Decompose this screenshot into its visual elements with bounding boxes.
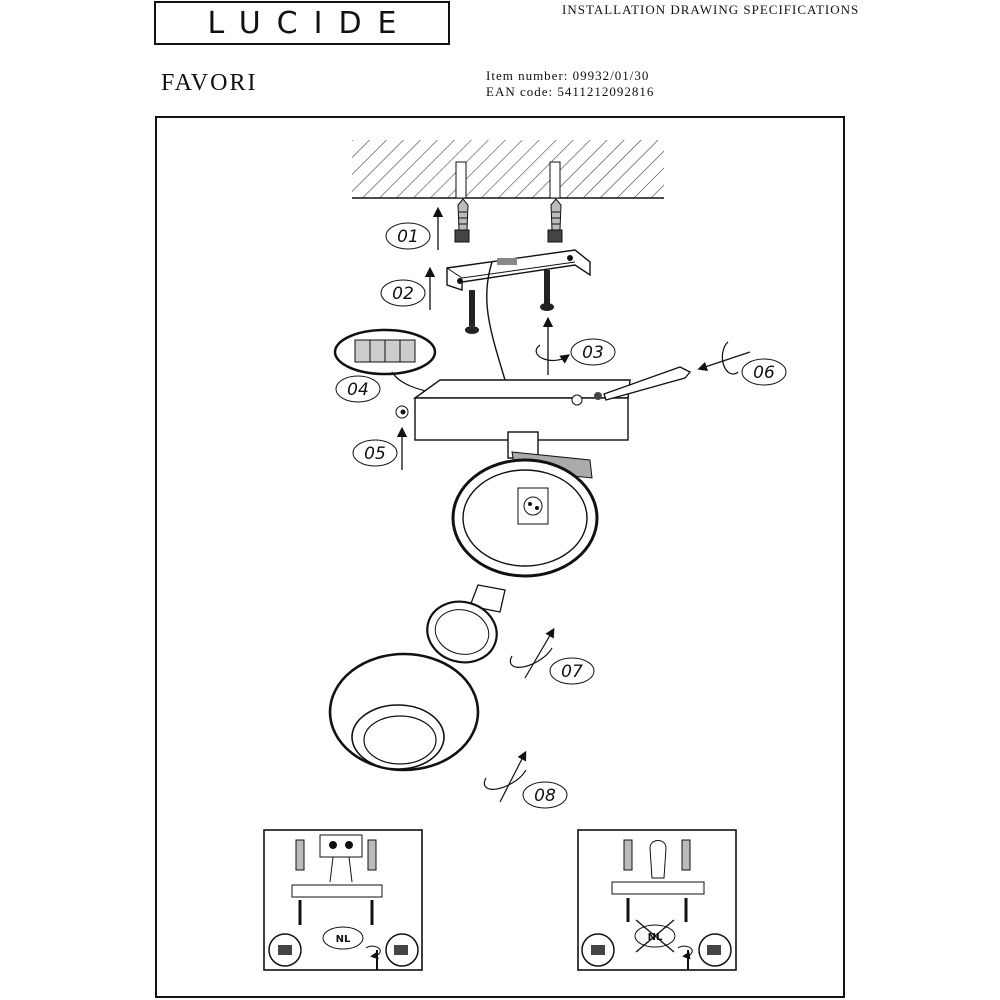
- supply-wire: [486, 261, 506, 381]
- step-label-05: 05: [352, 439, 398, 467]
- rotate-arrow-icon: [483, 750, 527, 803]
- svg-text:08: 08: [534, 786, 556, 806]
- nl-badge-right: NL: [648, 932, 663, 943]
- wall-plug-icon: [454, 198, 470, 243]
- screw-icon: [465, 290, 479, 334]
- step-label-03: 03: [570, 338, 616, 366]
- shade-cover: [328, 652, 480, 772]
- wiring-panel-left: NL: [263, 829, 423, 971]
- wall-plug-icon: [547, 198, 563, 243]
- svg-text:04: 04: [347, 380, 369, 400]
- step-label-07: 07: [549, 657, 595, 685]
- nl-badge-left: NL: [336, 934, 351, 945]
- product-meta: Item number: 09932/01/30 EAN code: 54112…: [486, 68, 654, 100]
- document-title: INSTALLATION DRAWING SPECIFICATIONS: [562, 2, 860, 17]
- ceiling: [352, 140, 664, 199]
- svg-text:06: 06: [753, 363, 775, 383]
- svg-text:02: 02: [392, 284, 414, 304]
- rotate-arrow-icon: [509, 627, 555, 679]
- item-number: Item number: 09932/01/30: [486, 68, 650, 83]
- brand-logo: LUCIDE: [154, 1, 450, 45]
- mounting-bracket: [446, 249, 591, 291]
- drawing-frame: [155, 116, 845, 998]
- wall-plug-icon: [295, 839, 377, 871]
- lamp-holder: [451, 431, 599, 578]
- screw-icon: [298, 900, 374, 925]
- grub-screw-icon: [395, 405, 409, 419]
- rotate-arrow-icon: [535, 344, 570, 364]
- step-label-08: 08: [522, 781, 568, 809]
- bulb-icon: [426, 584, 506, 664]
- screwdriver-icon: [278, 945, 408, 955]
- svg-text:01: 01: [397, 227, 419, 247]
- cross-out-mark: [635, 919, 675, 953]
- brand-logo-text: LUCIDE: [207, 5, 413, 41]
- svg-text:05: 05: [364, 444, 386, 464]
- svg-text:03: 03: [582, 343, 604, 363]
- step-label-04: 04: [335, 375, 381, 403]
- svg-text:07: 07: [561, 662, 583, 682]
- product-name: FAVORI: [161, 70, 258, 96]
- base-plate: [412, 379, 631, 441]
- wiring-panel-right: NL: [577, 829, 737, 971]
- ean-code: EAN code: 5411212092816: [486, 84, 655, 99]
- rotate-arrow-icon: [697, 341, 751, 375]
- step-label-01: 01: [385, 222, 431, 250]
- screwdriver-icon: [591, 945, 721, 955]
- wall-plug-icon: [623, 839, 691, 871]
- step-label-06: 06: [741, 358, 787, 386]
- allen-key-icon: [603, 366, 692, 401]
- screw-icon: [626, 898, 688, 922]
- screw-icon: [540, 270, 554, 311]
- step-label-02: 02: [380, 279, 426, 307]
